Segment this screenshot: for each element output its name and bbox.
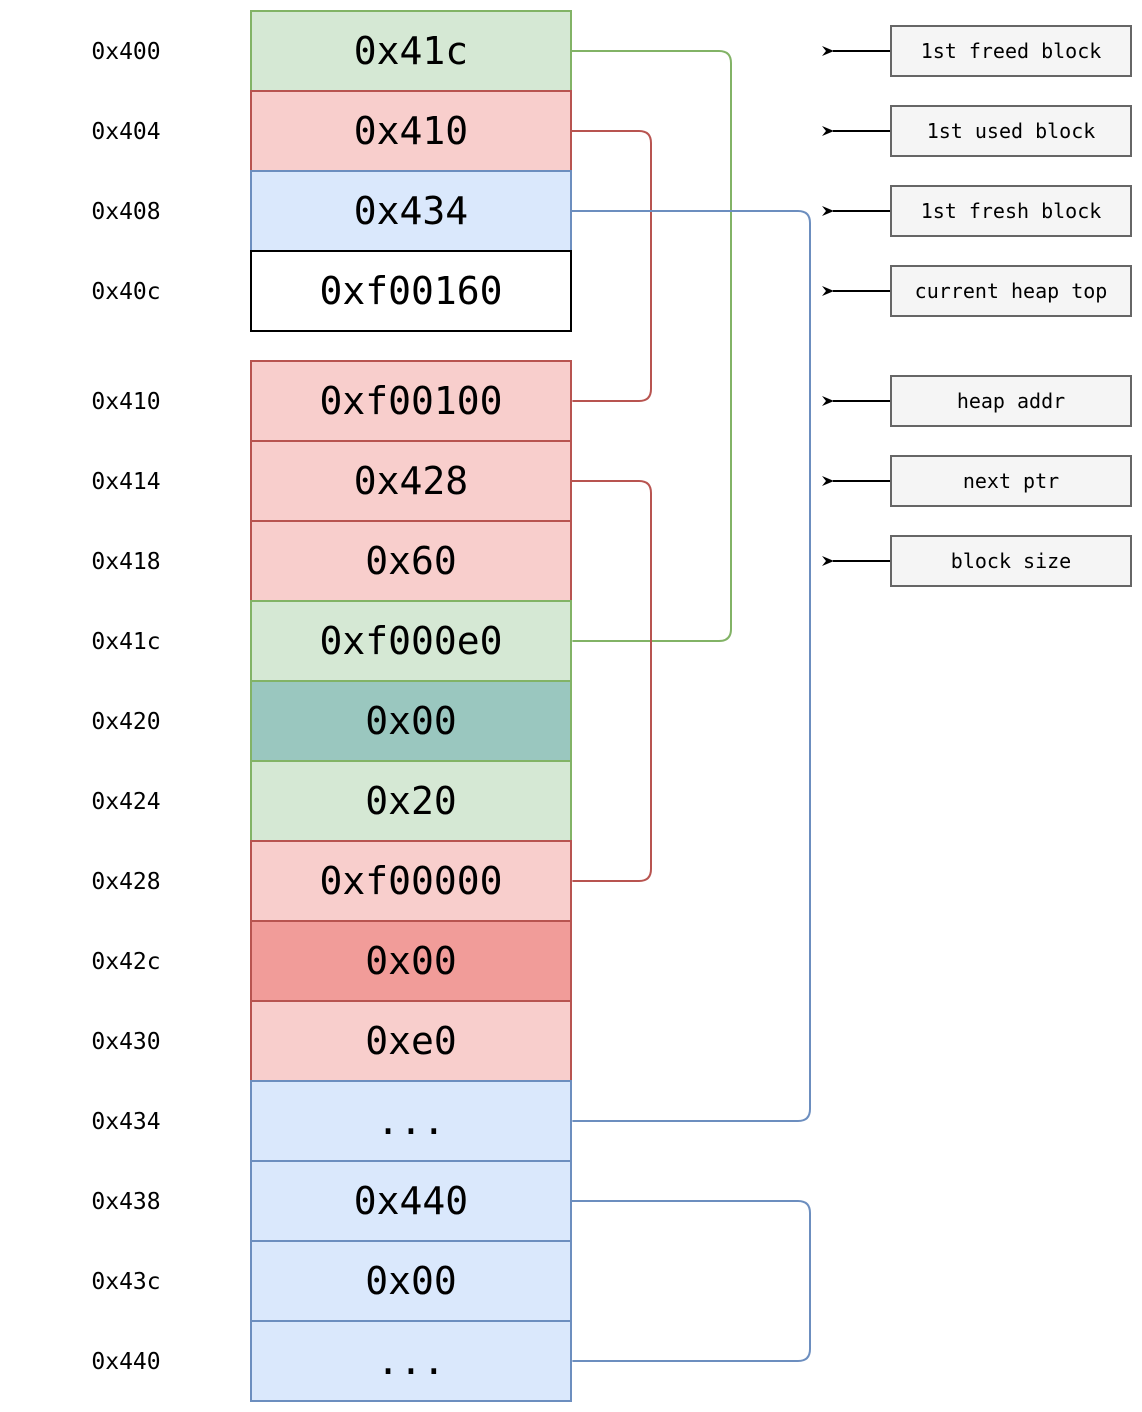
memory-cell-box — [250, 600, 572, 682]
legend-box — [890, 25, 1132, 77]
legend-label: heap addr — [957, 389, 1065, 413]
memory-cell: 0xe0 0x430 — [91, 1000, 572, 1082]
memory-cell-value: 0xf000e0 — [319, 619, 502, 663]
pointer-arrow — [562, 1200, 811, 1366]
legend-box — [890, 105, 1132, 157]
legend-box — [890, 265, 1132, 317]
memory-cell-value: ... — [377, 1099, 446, 1143]
memory-address-label: 0x40c — [91, 279, 160, 305]
memory-cell-box — [250, 360, 572, 442]
memory-cell: 0xf00100 0x410 — [91, 360, 572, 442]
memory-address-label: 0x424 — [91, 789, 160, 815]
memory-cell-box — [250, 520, 572, 602]
memory-cell-value: 0x41c — [354, 29, 468, 73]
memory-cell-value: 0x410 — [354, 109, 468, 153]
legend-label: block size — [951, 549, 1071, 573]
memory-cell-value: 0x434 — [354, 189, 468, 233]
memory-address-label: 0x420 — [91, 709, 160, 735]
memory-cell-box — [250, 1160, 572, 1242]
memory-address-label: 0x434 — [91, 1109, 160, 1135]
memory-address-label: 0x440 — [91, 1349, 160, 1375]
memory-cell: 0xf000e0 0x41c — [91, 600, 572, 682]
memory-cell: 0x60 0x418 — [91, 520, 572, 602]
memory-cell-box — [250, 90, 572, 172]
memory-cell: 0x440 0x438 — [91, 1160, 572, 1242]
memory-cell: 0xf00000 0x428 — [91, 840, 572, 922]
legend-label: next ptr — [963, 469, 1059, 493]
memory-cell-value: 0x440 — [354, 1179, 468, 1223]
legend-item: current heap top — [822, 265, 1132, 317]
legend-item: next ptr — [822, 455, 1132, 507]
legend-item: block size — [822, 535, 1132, 587]
memory-cell-value: 0xf00000 — [319, 859, 502, 903]
pointer-arrows — [562, 50, 811, 1366]
legend-box — [890, 455, 1132, 507]
memory-cell-box — [250, 1080, 572, 1162]
memory-cells: 0x41c0x4000x4100x4040x4340x4080xf001600x… — [91, 10, 572, 1402]
memory-cell-box — [250, 1320, 572, 1402]
memory-cell: 0xf00160 0x40c — [91, 250, 572, 332]
memory-address-label: 0x430 — [91, 1029, 160, 1055]
memory-cell-box — [250, 680, 572, 762]
memory-address-label: 0x404 — [91, 119, 160, 145]
memory-address-label: 0x414 — [91, 469, 160, 495]
memory-cell-value: 0x60 — [365, 539, 457, 583]
memory-cell-value: 0x00 — [365, 1259, 457, 1303]
pointer-arrow — [562, 480, 652, 886]
memory-address-label: 0x400 — [91, 39, 160, 65]
memory-address-label: 0x408 — [91, 199, 160, 225]
legend-box — [890, 375, 1132, 427]
memory-cell: ... 0x434 — [91, 1080, 572, 1162]
memory-cell-value: ... — [377, 1339, 446, 1383]
memory-cell-value: 0x00 — [365, 939, 457, 983]
legend-label: 1st used block — [927, 119, 1096, 143]
memory-address-label: 0x41c — [91, 629, 160, 655]
memory-cell-value: 0xe0 — [365, 1019, 457, 1063]
memory-address-label: 0x410 — [91, 389, 160, 415]
memory-cell: 0x20 0x424 — [91, 760, 572, 842]
memory-cell: 0x410 0x404 — [91, 90, 572, 172]
memory-cell: 0x428 0x414 — [91, 440, 572, 522]
legend-label: current heap top — [915, 279, 1108, 303]
memory-cell-box — [250, 760, 572, 842]
legend-box — [890, 185, 1132, 237]
memory-cell: 0x00 0x420 — [91, 680, 572, 762]
memory-address-label: 0x428 — [91, 869, 160, 895]
legend-box — [890, 535, 1132, 587]
memory-cell: 0x41c 0x400 — [91, 10, 572, 92]
legend-item: heap addr — [822, 375, 1132, 427]
pointer-arrow — [562, 50, 732, 646]
legend: 1st freed block 1st used block 1st fresh b… — [822, 25, 1132, 587]
memory-cell-box — [250, 250, 572, 332]
memory-cell: 0x434 0x408 — [91, 170, 572, 252]
memory-cell-value: 0x20 — [365, 779, 457, 823]
memory-address-label: 0x418 — [91, 549, 160, 575]
memory-cell-value: 0x00 — [365, 699, 457, 743]
memory-cell-value: 0xf00100 — [319, 379, 502, 423]
memory-cell-box — [250, 920, 572, 1002]
pointer-arrow — [562, 130, 652, 406]
legend-label: 1st fresh block — [921, 199, 1102, 223]
legend-item: 1st used block — [822, 105, 1132, 157]
memory-address-label: 0x43c — [91, 1269, 160, 1295]
memory-cell: 0x00 0x43c — [91, 1240, 572, 1322]
memory-address-label: 0x438 — [91, 1189, 160, 1215]
legend-item: 1st freed block — [822, 25, 1132, 77]
memory-address-label: 0x42c — [91, 949, 160, 975]
memory-cell: ... 0x440 — [91, 1320, 572, 1402]
memory-cell-box — [250, 1000, 572, 1082]
memory-cell-value: 0x428 — [354, 459, 468, 503]
memory-cell: 0x00 0x42c — [91, 920, 572, 1002]
legend-label: 1st freed block — [921, 39, 1102, 63]
memory-cell-value: 0xf00160 — [319, 269, 502, 313]
legend-item: 1st fresh block — [822, 185, 1132, 237]
pointer-arrow — [562, 210, 811, 1126]
memory-cell-box — [250, 440, 572, 522]
memory-cell-box — [250, 840, 572, 922]
